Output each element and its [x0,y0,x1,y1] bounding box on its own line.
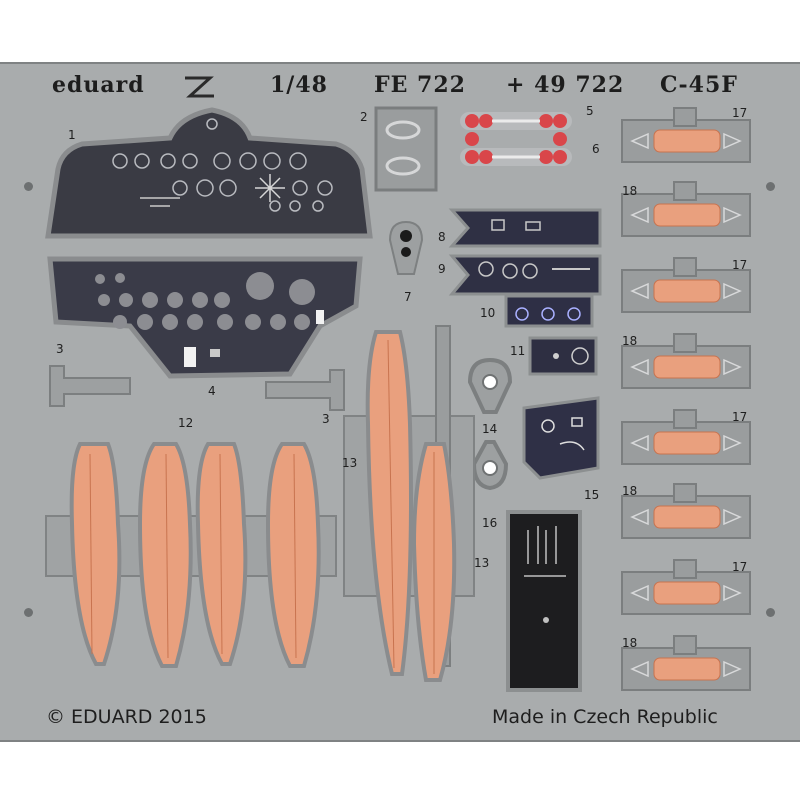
part-label-2: 2 [360,110,368,124]
part-11-panel [528,336,598,376]
part-label-4: 4 [208,384,216,398]
part-label-17d: 17 [732,560,748,574]
part-label-3b: 3 [322,412,330,426]
part-label-15: 15 [584,488,600,502]
buckle-part-18 [621,333,751,389]
part-2-brackets [374,106,438,192]
part-label-18d: 18 [622,636,638,650]
part-5-6-red-parts [460,112,572,166]
part-label-8: 8 [438,230,446,244]
brand-logo-text: eduard [52,72,145,98]
plus-code: + 49 722 [506,72,625,98]
part-label-7: 7 [404,290,412,304]
part-label-5: 5 [586,104,594,118]
part-label-9: 9 [438,262,446,276]
part-8-9-panels [448,208,602,296]
part-label-3a: 3 [56,342,64,356]
part-label-6: 6 [592,142,600,156]
buckle-part-17 [621,409,751,465]
set-code: FE 722 [374,72,466,98]
part-12-harness [45,442,337,668]
part-label-17a: 17 [732,106,748,120]
buckle-part-18 [621,635,751,691]
buckle-part-17 [621,257,751,313]
part-10-panel [504,294,594,328]
part-3-brackets [49,365,345,411]
model-name: C-45F [660,72,738,98]
part-label-13a: 13 [342,456,358,470]
part-label-17c: 17 [732,410,748,424]
instrument-panel-upper [45,107,373,239]
part-label-13b: 13 [474,556,490,570]
part-label-12: 12 [178,416,194,430]
part-15-panel [522,396,600,480]
mount-hole [24,182,33,191]
buckle-part-18 [621,181,751,237]
part-13-harness [343,325,475,682]
part-14-rings [467,357,513,491]
buckle-part-17 [621,559,751,615]
part-label-14: 14 [482,422,498,436]
origin-text: Made in Czech Republic [492,706,718,728]
scale-label: 1/48 [270,72,328,98]
copyright-text: © EDUARD 2015 [46,706,207,728]
part-16-plate [506,510,582,692]
part-label-10: 10 [480,306,496,320]
instrument-panel-lower [47,256,363,379]
photo-etch-fret: eduard 1/48 FE 722 + 49 722 C-45F [0,62,800,742]
part-label-18b: 18 [622,334,638,348]
buckle-part-18 [621,483,751,539]
part-label-18a: 18 [622,184,638,198]
part-7 [388,220,424,275]
part-17-18-buckles [621,107,751,691]
buckle-part-17 [621,107,751,163]
part-label-17b: 17 [732,258,748,272]
mount-hole [24,608,33,617]
parts-drawing [45,106,751,692]
mount-hole [766,608,775,617]
mount-hole [766,182,775,191]
part-label-11: 11 [510,344,526,358]
part-label-1: 1 [68,128,76,142]
part-label-16: 16 [482,516,498,530]
part-label-18c: 18 [622,484,638,498]
